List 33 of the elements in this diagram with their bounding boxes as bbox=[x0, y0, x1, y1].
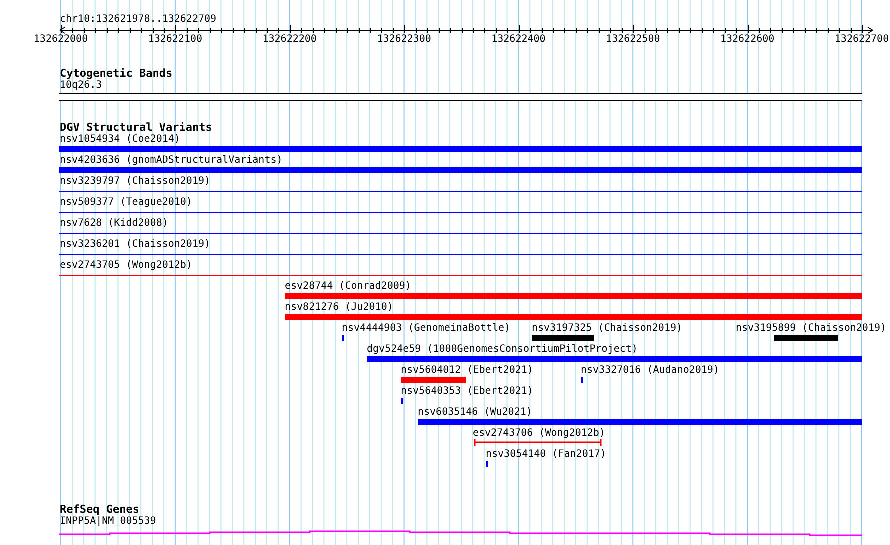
variant-label: esv2743706 (Wong2012b) bbox=[473, 428, 606, 440]
variant-label: nsv4444903 (GenomeinaBottle) bbox=[342, 323, 511, 335]
track-title: RefSeq Genes bbox=[60, 504, 140, 516]
band-label: 10q26.3 bbox=[60, 80, 102, 92]
variant-label: esv2743705 (Wong2012b) bbox=[60, 260, 192, 272]
variant-label: nsv3054140 (Fan2017) bbox=[486, 449, 606, 461]
tick-label: 132622200 bbox=[262, 34, 318, 46]
variant-label: nsv5640353 (Ebert2021) bbox=[401, 386, 534, 398]
variant-label: nsv3239797 (Chaisson2019) bbox=[60, 176, 211, 188]
coordinate-label: chr10:132621978..132622709 bbox=[60, 14, 217, 26]
tick-label: 132622400 bbox=[490, 34, 547, 46]
tick-label: 132622700 bbox=[834, 34, 890, 46]
variant-label: nsv7628 (Kidd2008) bbox=[60, 218, 168, 230]
variant-label: nsv3236201 (Chaisson2019) bbox=[60, 239, 211, 251]
variant-label: nsv4203636 (gnomADStructuralVariants) bbox=[60, 155, 283, 167]
variant-label: nsv509377 (Teague2010) bbox=[60, 197, 192, 209]
tick-label: 132622600 bbox=[719, 34, 776, 46]
variant-label: nsv3327016 (Audano2019) bbox=[581, 365, 720, 377]
track-title: DGV Structural Variants bbox=[60, 122, 212, 134]
variant-label: nsv1054934 (Coe2014) bbox=[60, 134, 180, 146]
tick-label: 132622000 bbox=[32, 34, 90, 46]
variant-label: nsv6035146 (Wu2021) bbox=[418, 407, 532, 419]
variant-label: nsv5604012 (Ebert2021) bbox=[401, 365, 534, 377]
gene-label: INPP5A|NM_005539 bbox=[60, 516, 156, 528]
tick-label: 132622100 bbox=[147, 34, 204, 46]
tick-label: 132622300 bbox=[376, 34, 432, 46]
variant-label: dgv524e59 (1000GenomesConsortiumPilotProject) bbox=[367, 344, 638, 356]
track-title: Cytogenetic Bands bbox=[60, 68, 173, 80]
variant-label: nsv3197325 (Chaisson2019) bbox=[532, 323, 683, 335]
variant-label: nsv821276 (Ju2010) bbox=[285, 302, 394, 314]
variant-label: nsv3195899 (Chaisson2019) bbox=[736, 323, 887, 335]
variant-label: esv28744 (Conrad2009) bbox=[285, 281, 412, 293]
tick-label: 132622500 bbox=[605, 34, 662, 46]
